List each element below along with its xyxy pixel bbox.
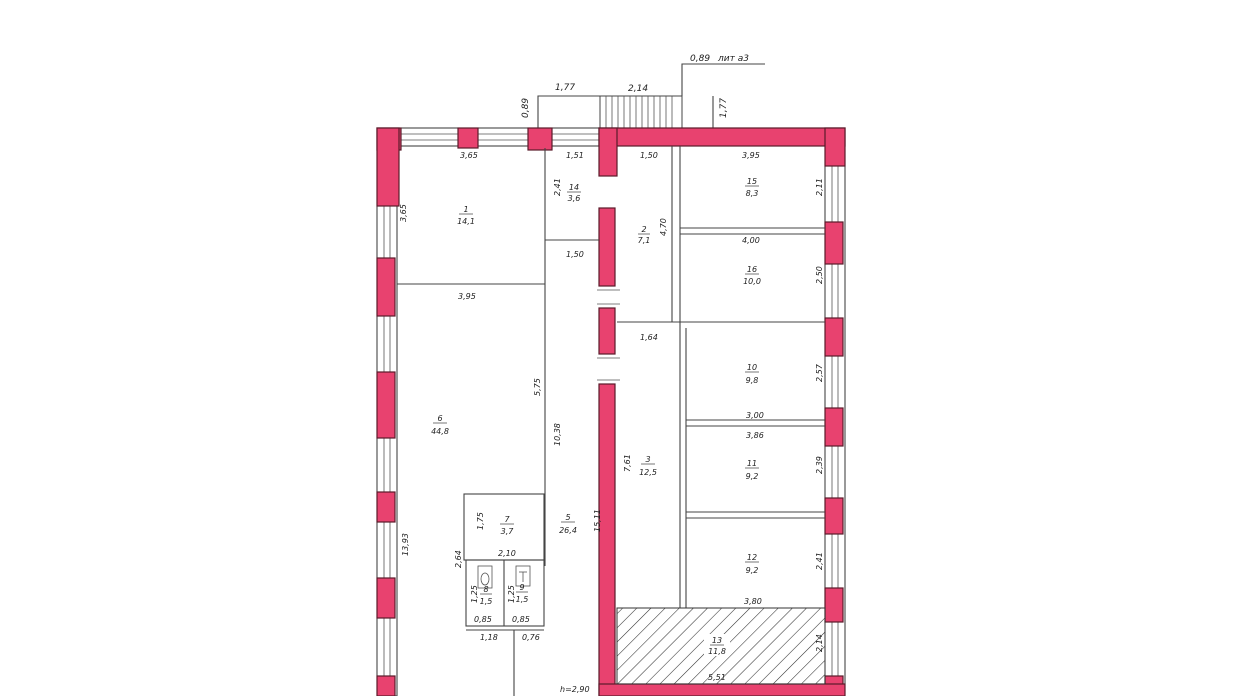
svg-text:9,8: 9,8 bbox=[746, 376, 759, 385]
dim-label: 2,11 bbox=[815, 178, 824, 196]
ceiling-height: h=2,90 bbox=[560, 685, 590, 694]
svg-text:1,5: 1,5 bbox=[516, 595, 529, 604]
dim-label: 1,50 bbox=[566, 250, 584, 259]
dim-089-top: 0,89 bbox=[690, 54, 710, 64]
dim-177-v: 1,77 bbox=[719, 98, 729, 118]
dim-label: 3,80 bbox=[744, 597, 762, 606]
room-6-label: 6 44,8 bbox=[431, 414, 449, 436]
svg-text:7: 7 bbox=[504, 515, 510, 524]
dim-label: 1,50 bbox=[640, 151, 658, 160]
svg-text:8: 8 bbox=[483, 585, 488, 594]
dim-label: 10,38 bbox=[553, 423, 562, 446]
svg-text:14,1: 14,1 bbox=[457, 217, 475, 226]
dim-label: 2,64 bbox=[454, 550, 463, 568]
svg-text:1: 1 bbox=[463, 205, 468, 214]
room-3-label: 3 12,5 bbox=[639, 455, 657, 477]
dim-label: 1,64 bbox=[640, 333, 658, 342]
room-7-label: 7 3,7 bbox=[500, 515, 514, 536]
toilet-fixtures bbox=[477, 565, 531, 589]
dim-label: 3,95 bbox=[458, 292, 476, 301]
svg-text:3: 3 bbox=[645, 455, 650, 464]
dim-label: 3,95 bbox=[742, 151, 760, 160]
dim-label: 5,51 bbox=[708, 673, 726, 682]
dim-089-v: 0,89 bbox=[521, 98, 531, 118]
svg-text:3,6: 3,6 bbox=[568, 194, 581, 203]
dim-214: 2,14 bbox=[628, 84, 648, 94]
partitions bbox=[397, 146, 825, 696]
svg-text:9,2: 9,2 bbox=[746, 472, 759, 481]
room-15-label: 15 8,3 bbox=[745, 177, 759, 198]
dim-label: 2,41 bbox=[815, 552, 824, 570]
svg-text:11: 11 bbox=[747, 459, 757, 468]
room-9-label: 9 1,5 bbox=[516, 583, 529, 604]
room-12-label: 12 9,2 bbox=[745, 553, 759, 575]
dim-177: 1,77 bbox=[555, 83, 575, 93]
dim-label: 3,86 bbox=[746, 431, 764, 440]
dim-label: 7,61 bbox=[623, 454, 632, 472]
svg-text:26,4: 26,4 bbox=[559, 526, 577, 535]
dim-label: 2,41 bbox=[553, 178, 562, 196]
dim-label: 5,75 bbox=[533, 378, 542, 396]
svg-text:2: 2 bbox=[641, 225, 646, 234]
room-8-label: 8 1,5 bbox=[480, 585, 493, 606]
dim-label: 4,00 bbox=[742, 236, 760, 245]
dim-label: 3,65 bbox=[399, 204, 408, 222]
svg-text:12: 12 bbox=[747, 553, 757, 562]
dim-label: 3,00 bbox=[746, 411, 764, 420]
svg-text:10,0: 10,0 bbox=[743, 277, 761, 286]
room-5-label: 5 26,4 bbox=[559, 513, 577, 535]
room-labels: 1 14,1 14 3,6 2 7,1 15 8,3 16 10,0 6 44,… bbox=[431, 177, 761, 656]
entrance-stairs bbox=[537, 63, 765, 131]
svg-text:13: 13 bbox=[712, 636, 722, 645]
dim-label: 1,25 bbox=[507, 585, 516, 603]
dim-label: 0,85 bbox=[474, 615, 492, 624]
room-10-label: 10 9,8 bbox=[745, 363, 759, 385]
dim-label: 0,85 bbox=[512, 615, 530, 624]
svg-text:16: 16 bbox=[747, 265, 757, 274]
dim-label: 1,18 bbox=[480, 633, 498, 642]
dim-label: 3,65 bbox=[460, 151, 478, 160]
room-2-label: 2 7,1 bbox=[638, 225, 651, 245]
dim-label: 2,14 bbox=[815, 634, 824, 652]
svg-text:1,5: 1,5 bbox=[480, 597, 493, 606]
svg-text:5: 5 bbox=[565, 513, 570, 522]
svg-text:14: 14 bbox=[569, 183, 579, 192]
room-16-label: 16 10,0 bbox=[743, 265, 761, 286]
svg-text:10: 10 bbox=[747, 363, 757, 372]
room-11-label: 11 9,2 bbox=[745, 459, 759, 481]
dim-label: 13,93 bbox=[401, 533, 410, 556]
dim-label: 0,76 bbox=[522, 633, 540, 642]
svg-text:9,2: 9,2 bbox=[746, 566, 759, 575]
svg-text:15: 15 bbox=[747, 177, 757, 186]
dim-label: 2,57 bbox=[815, 363, 824, 382]
dim-label: 2,10 bbox=[498, 549, 516, 558]
room-13-label: 13 11,8 bbox=[704, 634, 730, 656]
svg-text:3,7: 3,7 bbox=[501, 527, 515, 536]
door-markers bbox=[597, 289, 620, 381]
dim-label: 1,75 bbox=[476, 512, 485, 530]
room-1-label: 1 14,1 bbox=[457, 205, 475, 226]
lit-label: лит а3 bbox=[717, 54, 749, 64]
walls bbox=[376, 127, 846, 696]
dim-label: 15,11 bbox=[593, 509, 602, 532]
svg-text:7,1: 7,1 bbox=[638, 236, 651, 245]
svg-text:6: 6 bbox=[437, 414, 442, 423]
svg-text:8,3: 8,3 bbox=[746, 189, 759, 198]
svg-text:44,8: 44,8 bbox=[431, 427, 449, 436]
dim-label: 2,39 bbox=[815, 456, 824, 474]
dim-label: 2,50 bbox=[815, 266, 824, 284]
dim-label: 4,70 bbox=[659, 218, 668, 236]
svg-text:11,8: 11,8 bbox=[708, 647, 726, 656]
dim-label: 1,51 bbox=[566, 151, 584, 160]
room-14-label: 14 3,6 bbox=[567, 183, 581, 203]
svg-text:9: 9 bbox=[519, 583, 524, 592]
svg-text:12,5: 12,5 bbox=[639, 468, 657, 477]
dim-label: 1,25 bbox=[470, 585, 479, 603]
